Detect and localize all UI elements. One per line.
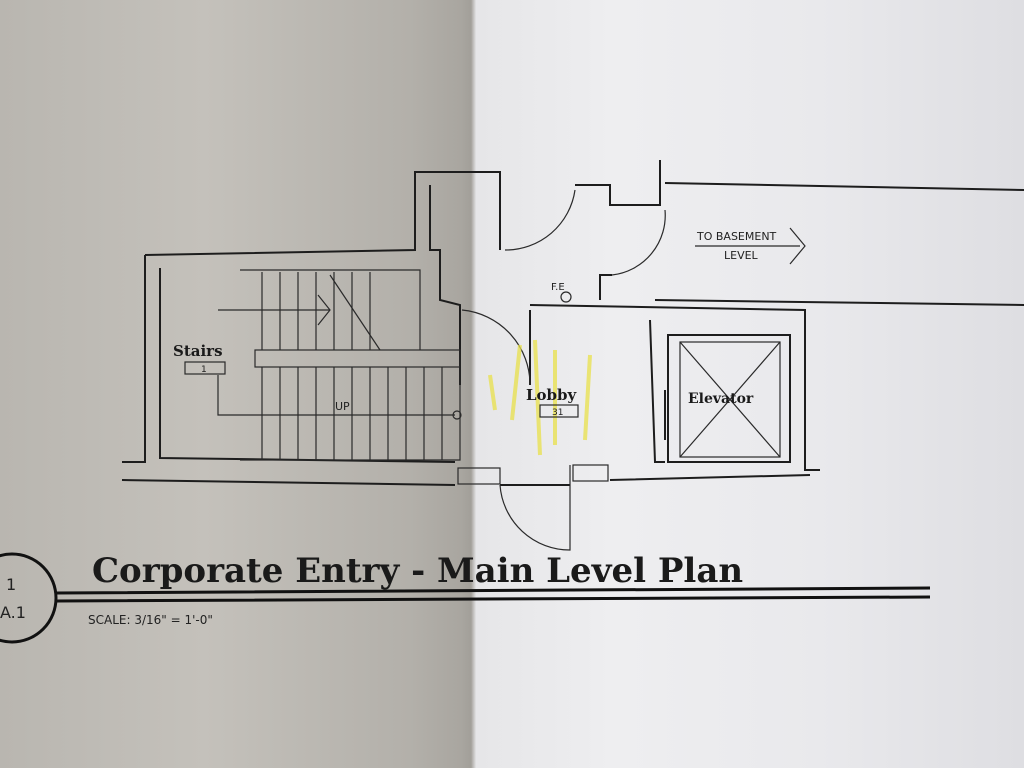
title-underline [55, 586, 931, 603]
room-name-elevator: Elevator [688, 391, 754, 407]
fire-extinguisher-icon [560, 291, 572, 303]
elevator-shaft [664, 334, 791, 463]
room-number-lobby: 31 [552, 408, 563, 418]
sheet-number: A.1 [0, 603, 26, 622]
room-name-stairs: Stairs [173, 342, 223, 360]
stair-direction-label: UP [335, 400, 350, 413]
plan-scale: SCALE: 3/16" = 1'-0" [88, 613, 213, 627]
arrow-right-icon [695, 227, 806, 265]
basement-note-line1: TO BASEMENT [696, 230, 777, 243]
basement-note-line2: LEVEL [724, 249, 759, 262]
highlighter-mark [488, 339, 592, 456]
room-number-stairs: 1 [201, 365, 207, 375]
stair-treads [217, 269, 462, 461]
detail-number: 1 [6, 575, 16, 594]
plan-title: Corporate Entry - Main Level Plan [92, 551, 743, 591]
room-name-lobby: Lobby [526, 386, 578, 404]
doors [457, 189, 666, 551]
walls [121, 160, 1024, 486]
fire-extinguisher-label: F.E [551, 282, 565, 293]
detail-callout-circle [0, 552, 58, 644]
